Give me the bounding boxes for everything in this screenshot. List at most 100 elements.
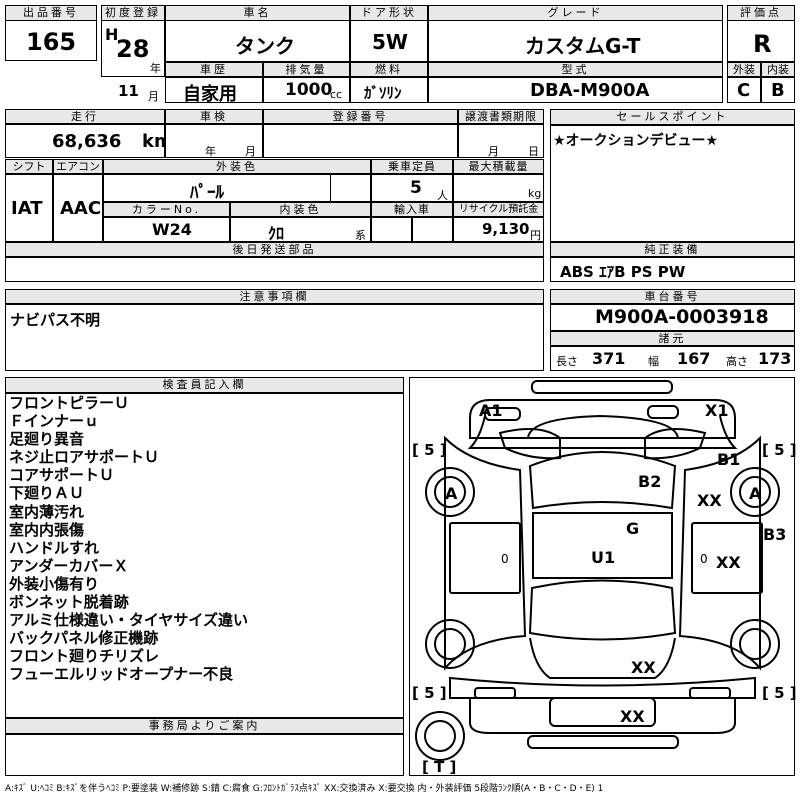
inspector-note: 室内内張傷 <box>9 520 85 539</box>
displacement-unit: cc <box>330 88 343 101</box>
capacity-unit: 人 <box>437 189 448 202</box>
capacity-label: 乗車定員 <box>371 159 453 174</box>
car-name-label: 車名 <box>165 5 350 21</box>
inspector-note: フューエルリッドオープナー不良 <box>9 665 234 684</box>
mark-g: G <box>626 519 640 538</box>
height-label: 高さ <box>726 355 748 368</box>
length-label: 長さ <box>556 355 578 368</box>
mark-xx-rear: XX <box>631 658 656 677</box>
regno-label: 登録番号 <box>263 109 458 124</box>
model: DBA-M900A <box>530 80 650 101</box>
fuel-label: 燃料 <box>350 62 428 77</box>
damage-diagram: A1 X1 B1 A XX A B2 G B3 U1 XX XX XX [ 5 … <box>409 377 797 776</box>
mark-xx-back: XX <box>620 707 645 726</box>
mark-u1: U1 <box>591 548 616 567</box>
capacity: 5 <box>410 178 422 198</box>
car-name: タンク <box>235 34 295 58</box>
sales-point-label: セールスポイント <box>550 109 795 125</box>
mileage-label: 走行 <box>5 109 165 124</box>
displacement: 1000 <box>285 80 333 100</box>
inspector-note: 外装小傷有り <box>9 574 100 593</box>
load-label: 最大積載量 <box>453 159 544 174</box>
mark-xx-right-front: XX <box>697 491 722 510</box>
inspector-note: アンダーカバーＸ <box>9 556 129 575</box>
tread-rear-left: [ 5 ] <box>412 684 447 702</box>
model-label: 型式 <box>428 62 723 77</box>
int-color-unit: 系 <box>355 229 366 242</box>
mark-b2: B2 <box>638 472 662 491</box>
inspector-note: 室内薄汚れ <box>9 502 85 521</box>
caution-text: ナビパス不明 <box>10 311 101 329</box>
dims-label: 諸元 <box>550 331 795 346</box>
color: ﾊﾟｰﾙ <box>190 183 224 203</box>
sales-point-text: ★オークションデビュー★ <box>553 133 719 149</box>
width-label: 幅 <box>648 355 659 368</box>
transfer-label: 譲渡書類期限 <box>458 109 544 124</box>
import-label: 輸入車 <box>371 202 453 217</box>
displacement-label: 排気量 <box>263 62 350 77</box>
color-no: W24 <box>152 220 192 239</box>
int-color-label: 内装色 <box>230 202 371 217</box>
height: 173 <box>758 349 792 368</box>
month-unit: 月 <box>148 90 159 103</box>
length: 371 <box>592 349 626 368</box>
transfer-month-unit: 月 <box>488 145 499 158</box>
later-parts-label: 後日発送部品 <box>5 242 544 257</box>
mark-x1: X1 <box>705 401 729 420</box>
inspection-label: 車検 <box>165 109 263 124</box>
color-label: 外装色 <box>103 159 371 174</box>
inspector-note: バックパネル修正機跡 <box>9 629 159 648</box>
mark-a-right: A <box>749 484 762 503</box>
recycle-label: リサイクル預託金 <box>453 202 544 217</box>
lot-no-label: 出品番号 <box>5 5 97 21</box>
zero-right: 0 <box>700 552 708 566</box>
width: 167 <box>677 349 711 368</box>
shift-label: シフト <box>5 159 53 174</box>
mileage: 68,636 <box>52 131 122 152</box>
mark-xx-right-door: XX <box>716 553 741 572</box>
inspector-note: アルミ仕様違い・タイヤサイズ違い <box>9 611 248 630</box>
mark-b3: B3 <box>763 525 787 544</box>
inspector-note: ネジ止ロアサポートＵ <box>9 448 160 467</box>
year-unit: 年 <box>150 62 161 75</box>
legend: A:ｷｽﾞ U:ﾍｺﾐ B:ｷｽﾞを伴うﾍｺﾐ P:要塗装 W:補修跡 S:錆 … <box>5 784 604 794</box>
reg-month: 11 <box>118 82 139 100</box>
mark-a-left: A <box>445 484 458 503</box>
recycle-unit: 円 <box>530 229 541 242</box>
inspector-note: 足廻り異音 <box>9 430 85 449</box>
inspector-note: ハンドルすれ <box>9 538 100 557</box>
fuel: ｶﾞｿﾘﾝ <box>364 84 402 102</box>
car-outline <box>415 380 780 761</box>
lot-no: 165 <box>26 28 77 56</box>
inspector-note: ボンネット脱着跡 <box>9 593 129 612</box>
tread-rear-right: [ 5 ] <box>762 684 797 702</box>
tread-spare: [ T ] <box>422 758 457 776</box>
inspection-year-unit: 年 <box>205 145 216 158</box>
inspector-note: フロント廻りチリズレ <box>9 647 160 666</box>
shift: IAT <box>11 198 43 219</box>
recycle: 9,130 <box>482 220 530 238</box>
inspection-month-unit: 月 <box>245 145 256 158</box>
grade: カスタムG-T <box>525 34 641 58</box>
interior-grade: B <box>771 80 785 101</box>
inspector-note: Ｆインナーｕ <box>9 412 100 431</box>
chassis-label: 車台番号 <box>550 289 795 304</box>
zero-left: 0 <box>501 552 509 566</box>
doors: 5W <box>372 30 408 54</box>
color-no-label: カラーNo. <box>103 202 230 217</box>
mark-b1: B1 <box>717 450 741 469</box>
ac-label: エアコン <box>53 159 103 174</box>
chassis-number: M900A-0003918 <box>595 306 769 328</box>
history-label: 車歴 <box>165 62 263 77</box>
inspector-note: 下廻りＡＵ <box>9 484 85 503</box>
caution-label: 注意事項欄 <box>5 289 544 304</box>
score-label: 評価点 <box>727 5 795 21</box>
equipment-label: 純正装備 <box>550 242 795 257</box>
era: H <box>105 25 119 44</box>
inspector-label: 検査員記入欄 <box>5 377 404 393</box>
first-reg-label: 初度登録 <box>101 5 165 21</box>
int-color: ｸﾛ <box>268 224 285 243</box>
inspector-note: フロントピラーＵ <box>9 394 130 412</box>
load-unit: kg <box>528 187 542 200</box>
